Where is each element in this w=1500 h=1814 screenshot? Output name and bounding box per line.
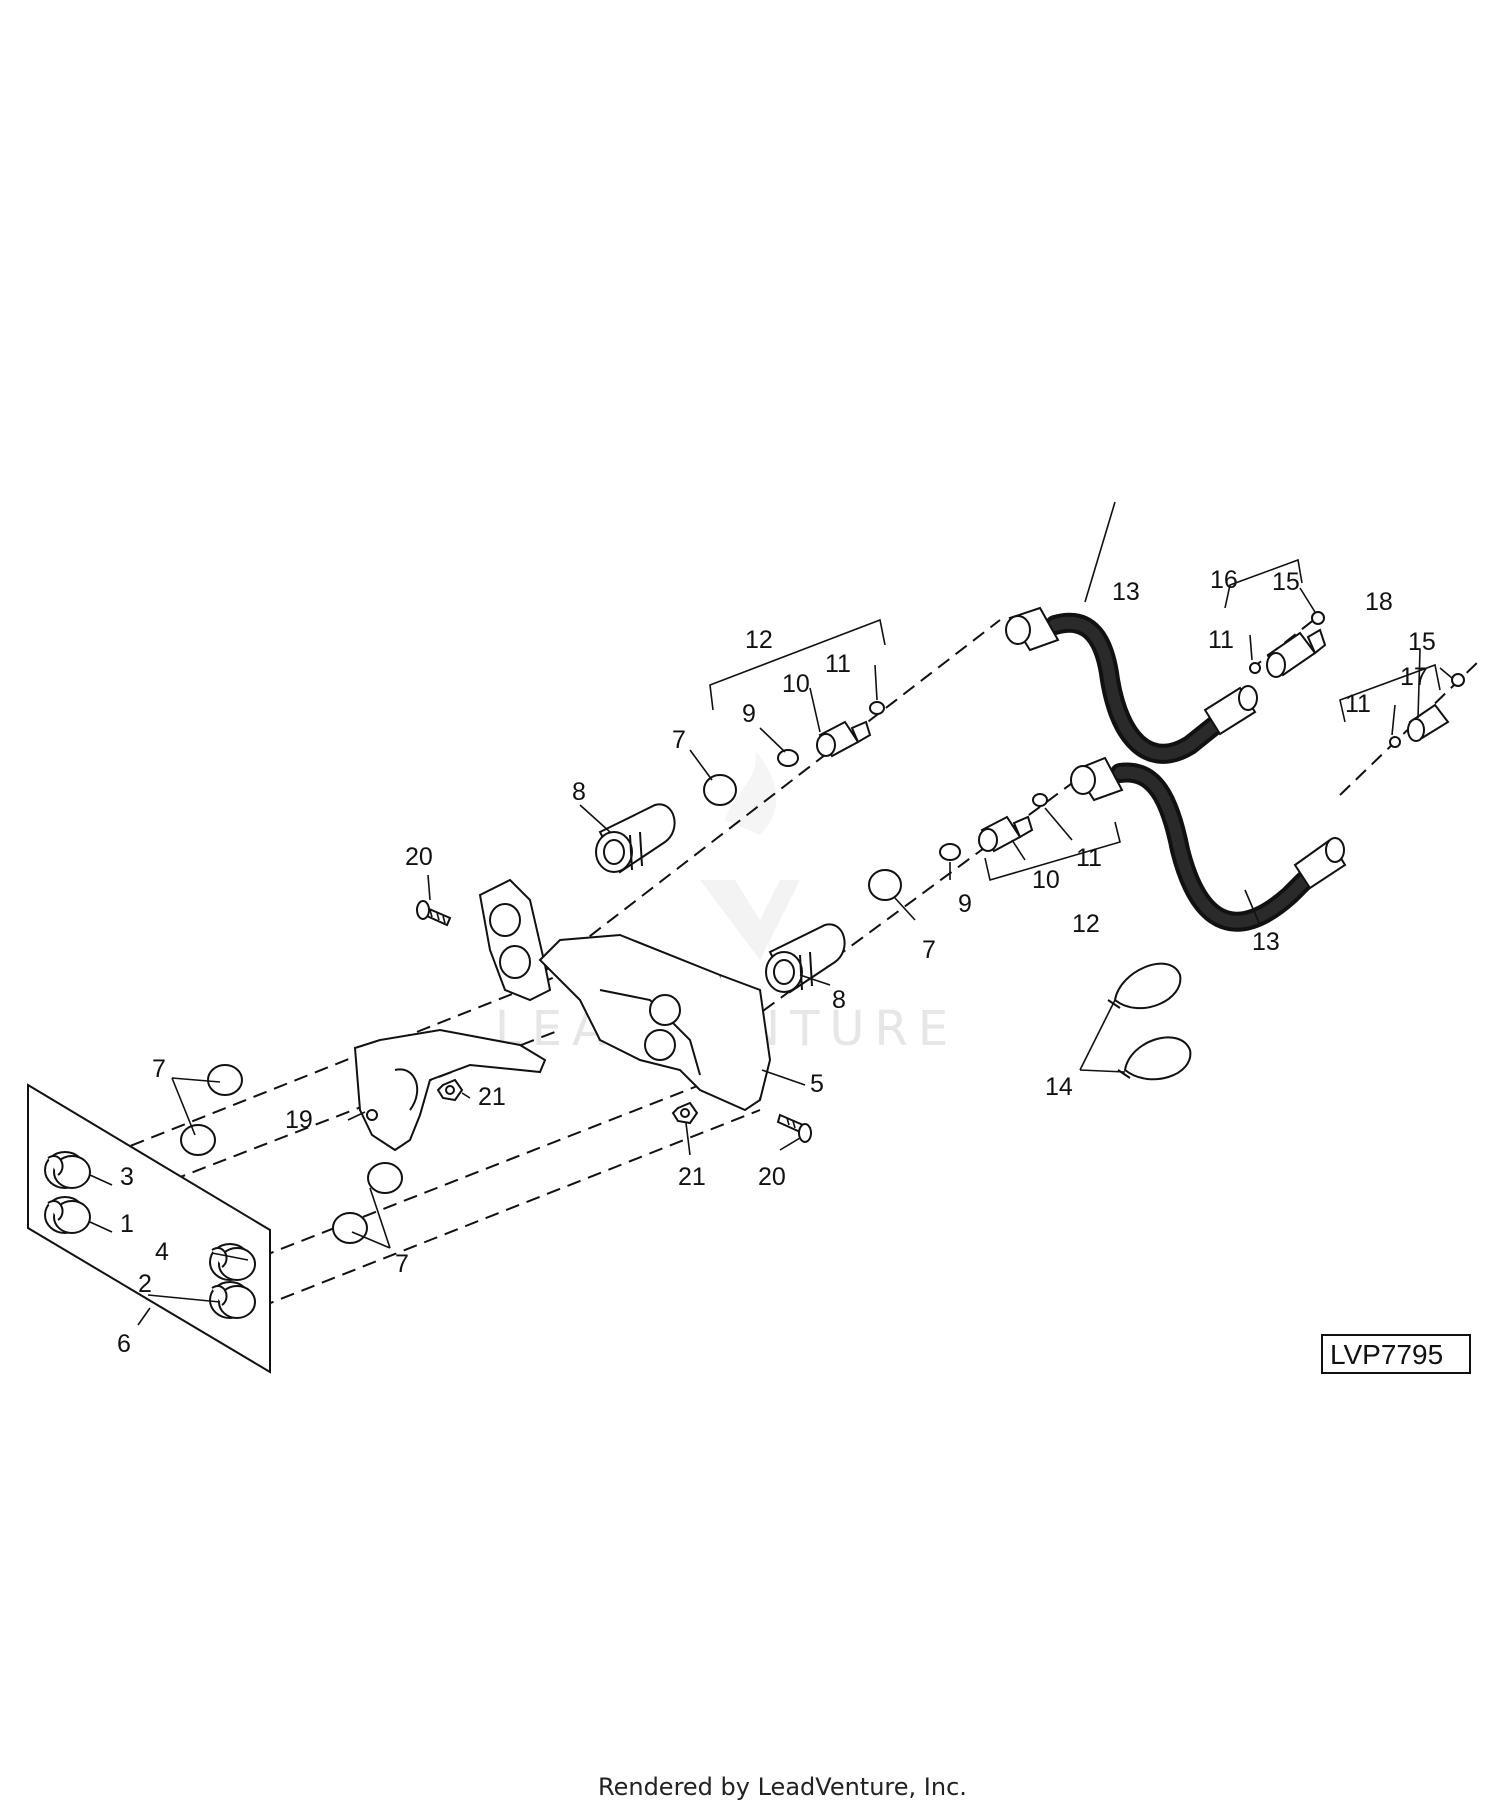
callout-1: 1 bbox=[120, 1210, 134, 1238]
callout-6: 6 bbox=[117, 1330, 131, 1358]
cable-tie-icon bbox=[1107, 962, 1192, 1081]
hydraulic-hose-upper bbox=[1005, 606, 1258, 764]
bolt-20-upper-icon bbox=[416, 900, 452, 927]
leader-lines bbox=[89, 501, 1453, 1326]
callout-11-b: 11 bbox=[1076, 844, 1102, 872]
footer-credit: Rendered by LeadVenture, Inc. bbox=[598, 1773, 967, 1801]
callout-7-b: 7 bbox=[395, 1250, 409, 1278]
callout-20-a: 20 bbox=[405, 843, 433, 871]
callout-9-a: 9 bbox=[742, 700, 756, 728]
callout-17: 17 bbox=[1400, 663, 1428, 691]
callout-19: 19 bbox=[285, 1106, 313, 1134]
dust-cap-3-icon bbox=[44, 1151, 91, 1189]
callout-13-b: 13 bbox=[1252, 928, 1280, 956]
callout-12-b: 12 bbox=[1072, 910, 1100, 938]
mounting-plate-icon bbox=[478, 878, 552, 1002]
adapter-10-lower-icon bbox=[978, 815, 1034, 853]
main-bracket-icon bbox=[538, 933, 772, 1112]
callout-labels: 1 2 3 4 5 6 7 7 7 7 8 8 9 9 10 10 11 11 … bbox=[117, 566, 1436, 1358]
callout-12-a: 12 bbox=[745, 626, 773, 654]
callout-20-b: 20 bbox=[758, 1163, 786, 1191]
callout-15-b: 15 bbox=[1408, 628, 1436, 656]
reference-code: LVP7795 bbox=[1330, 1339, 1443, 1370]
callout-10-a: 10 bbox=[782, 670, 810, 698]
bolt-20-lower-icon bbox=[776, 1113, 812, 1143]
callout-16: 16 bbox=[1210, 566, 1238, 594]
dust-cap-1-icon bbox=[44, 1196, 91, 1234]
bracket-19-icon bbox=[353, 1028, 547, 1152]
callout-11-d: 11 bbox=[1345, 690, 1371, 718]
callout-14: 14 bbox=[1045, 1073, 1073, 1101]
nut-21-icon bbox=[436, 1078, 699, 1125]
callout-8-b: 8 bbox=[832, 986, 846, 1014]
reference-code-box: LVP7795 bbox=[1321, 1334, 1471, 1374]
callout-13-a: 13 bbox=[1112, 578, 1140, 606]
callout-3: 3 bbox=[120, 1163, 134, 1191]
callout-10-b: 10 bbox=[1032, 866, 1060, 894]
callout-4: 4 bbox=[155, 1238, 169, 1266]
callout-8-a: 8 bbox=[572, 778, 586, 806]
callout-2: 2 bbox=[138, 1270, 152, 1298]
adapter-10-upper-icon bbox=[816, 720, 872, 758]
callout-15-a: 15 bbox=[1272, 568, 1300, 596]
callout-7-d: 7 bbox=[922, 936, 936, 964]
fitting-16-icon bbox=[1266, 628, 1327, 678]
group-brackets bbox=[709, 558, 1441, 882]
callout-11-c: 11 bbox=[1208, 626, 1234, 654]
fitting-17-icon bbox=[1407, 703, 1450, 742]
o-ring-icon bbox=[777, 611, 1465, 861]
callout-21-a: 21 bbox=[478, 1083, 506, 1111]
coupler-8-lower-icon bbox=[765, 923, 846, 994]
callout-21-b: 21 bbox=[678, 1163, 706, 1191]
retaining-ring-icon bbox=[180, 774, 902, 1244]
dust-cap-2-icon bbox=[209, 1281, 256, 1319]
callout-7-c: 7 bbox=[672, 726, 686, 754]
callout-11-a: 11 bbox=[825, 650, 851, 678]
callout-5: 5 bbox=[810, 1070, 824, 1098]
hydraulic-hose-lower bbox=[1070, 756, 1347, 932]
callout-18: 18 bbox=[1365, 588, 1393, 616]
watermark-logo bbox=[700, 750, 800, 960]
callout-7-a: 7 bbox=[152, 1055, 166, 1083]
callout-9-b: 9 bbox=[958, 890, 972, 918]
coupler-8-upper-icon bbox=[595, 803, 676, 874]
